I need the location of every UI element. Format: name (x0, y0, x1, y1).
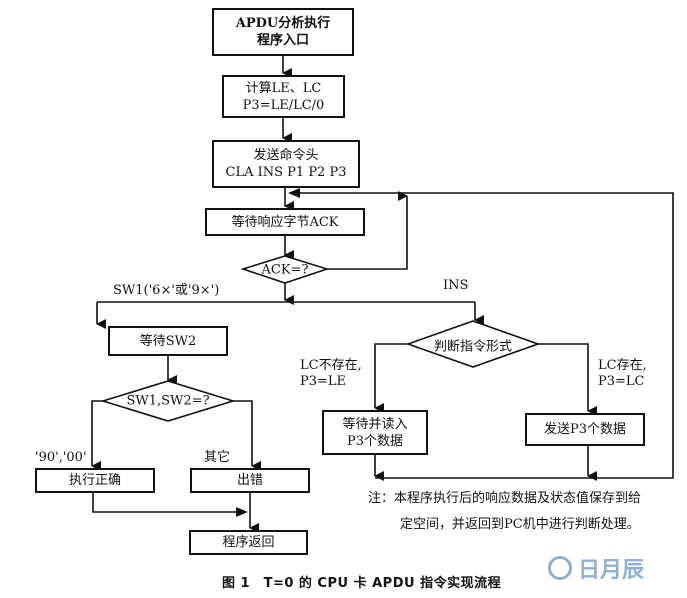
send-header-line2: CLA INS P1 P2 P3 (225, 165, 347, 180)
watermark-text: 日月辰 (578, 558, 645, 583)
wait-ack-label: 等待响应字节ACK (231, 214, 339, 230)
wait-sw2-label: 等待SW2 (139, 333, 197, 349)
exec-ok-label: 执行正确 (68, 473, 121, 488)
read-data-line2: P3个数据 (346, 433, 404, 449)
entry-box: APDU分析执行 程序入口 (212, 8, 354, 56)
lc-present-label-1: LC存在, (598, 358, 647, 373)
ins-decision-shape (405, 320, 541, 368)
error-box: 出错 (190, 468, 310, 493)
send-data-box: 发送P3个数据 (525, 413, 645, 446)
edge-ok-merge (92, 493, 246, 513)
ack-decision-shape (240, 255, 330, 284)
calc-line2: P3=LE/LC/0 (242, 97, 325, 113)
lc-present-label-2: P3=LC (598, 374, 645, 389)
send-data-label: 发送P3个数据 (543, 422, 627, 437)
edge-ack-loop (327, 191, 408, 270)
read-data-line1: 等待并读入 (342, 416, 408, 432)
wait-sw2-box: 等待SW2 (108, 326, 228, 356)
watermark: 日月辰 (548, 552, 644, 584)
edge-sw-other (233, 400, 261, 471)
send-header-line1: 发送命令头 (253, 148, 319, 163)
note-line1: 注：本程序执行后的响应数据及状态值保存到给 (368, 491, 642, 506)
calc-line1: 计算LE、LC (245, 80, 322, 96)
sw-decision-shape (100, 380, 236, 422)
lc-absent-label-1: LC不存在, (300, 358, 362, 373)
ins-branch-label: INS (443, 278, 469, 293)
return-label: 程序返回 (222, 535, 275, 550)
edge-lc-absent (374, 343, 408, 413)
other-label: 其它 (204, 450, 231, 465)
sw-decision-label: SW1,SW2=? (126, 393, 210, 409)
edge-main-loop (300, 192, 674, 479)
entry-line1: APDU分析执行 (235, 16, 331, 31)
ack-decision-label: ACK=? (261, 262, 309, 278)
sw1-branch-label: SW1('6×'或'9×') (113, 283, 220, 298)
figure-caption: 图 1 T=0 的 CPU 卡 APDU 指令实现流程 (222, 576, 502, 591)
calc-box: 计算LE、LC P3=LE/LC/0 (222, 75, 345, 118)
read-data-box: 等待并读入 P3个数据 (322, 410, 428, 455)
send-header-box: 发送命令头 CLA INS P1 P2 P3 (212, 140, 360, 188)
return-box: 程序返回 (189, 530, 308, 555)
edge-lc-present (538, 343, 597, 416)
error-label: 出错 (236, 473, 263, 488)
entry-line2: 程序入口 (256, 33, 309, 48)
wait-ack-box: 等待响应字节ACK (205, 208, 365, 236)
edge-sw-ok (91, 400, 103, 471)
ok-codes-label: '90','00' (35, 450, 87, 465)
ins-decision-label: 判断指令形式 (433, 339, 513, 355)
exec-ok-box: 执行正确 (35, 468, 155, 493)
watermark-logo-icon (548, 556, 572, 580)
note-line2: 定空间，并返回到PC机中进行判断处理。 (400, 517, 640, 532)
lc-absent-label-2: P3=LE (300, 374, 347, 389)
